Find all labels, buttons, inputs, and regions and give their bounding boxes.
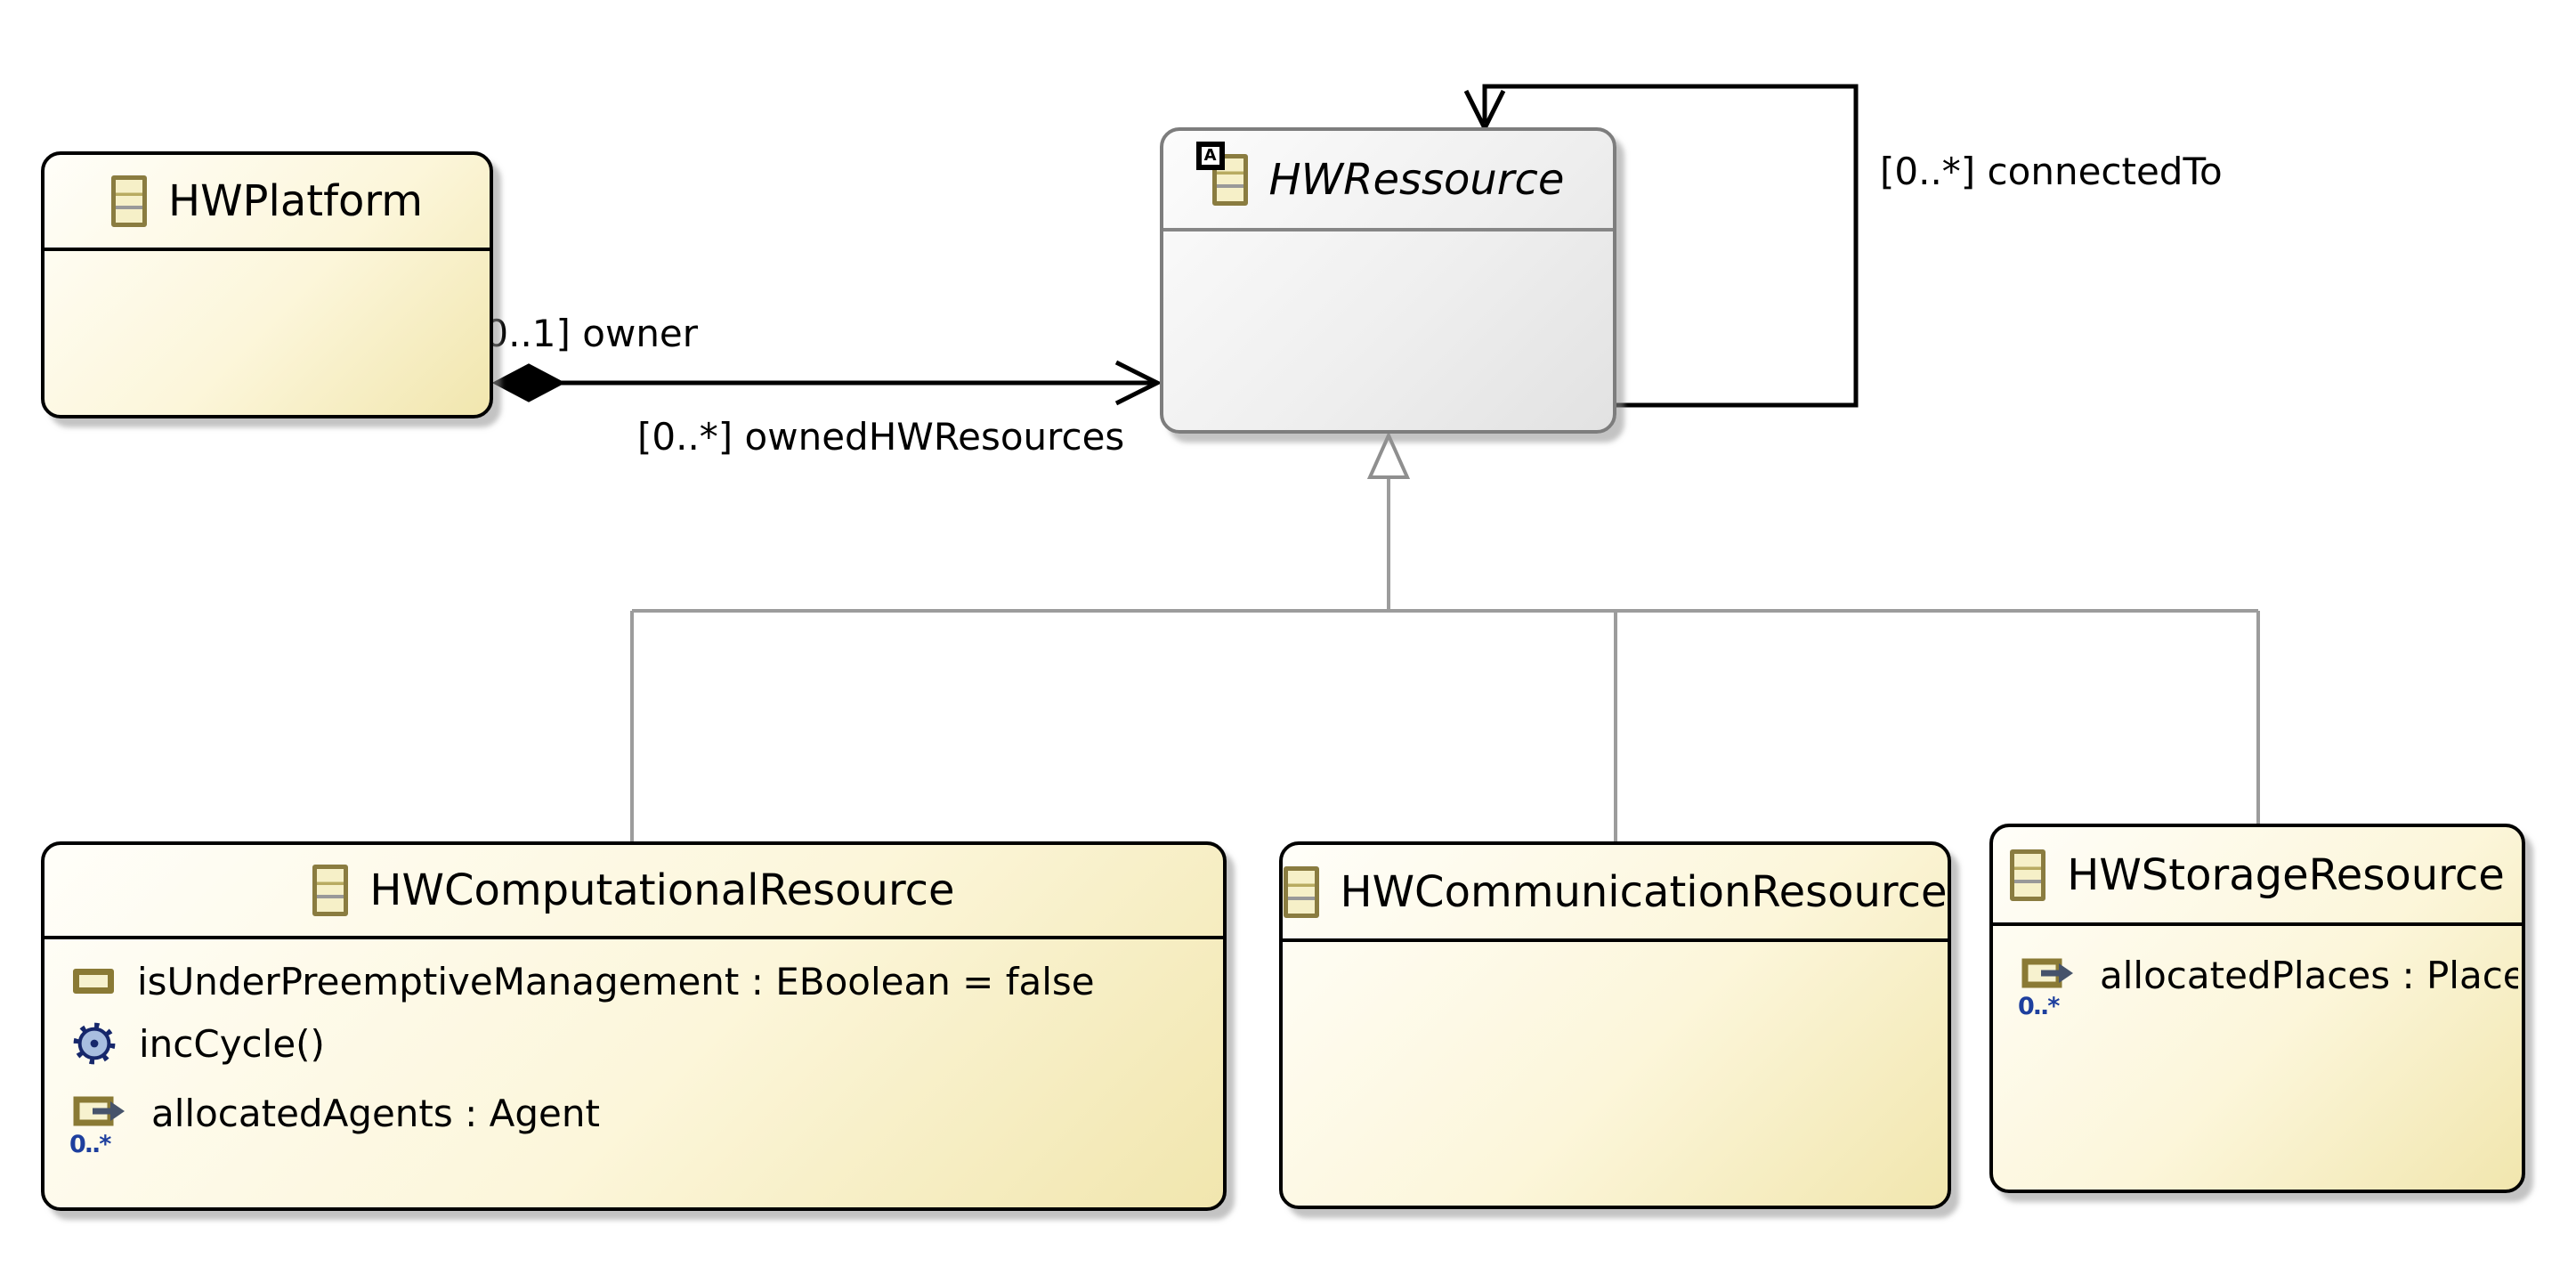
reference-text: allocatedAgents : Agent — [151, 1091, 600, 1135]
class-header: HWPlatform — [45, 155, 490, 251]
self-loop-line[interactable] — [1482, 84, 1859, 408]
eclass-icon — [312, 865, 349, 916]
composition-diamond-icon — [491, 363, 566, 402]
eclass-icon-wrap — [312, 865, 349, 916]
eclass-icon-wrap — [111, 175, 147, 227]
reference-multiplicity-badge: 0..* — [2018, 993, 2060, 1020]
class-body — [45, 251, 490, 262]
attribute-row[interactable]: isUnderPreemptiveManagement : EBoolean =… — [45, 950, 1223, 1012]
ereference-icon: 0..* — [69, 1093, 128, 1158]
operation-row[interactable]: incCycle() — [45, 1012, 1223, 1075]
generalization-line[interactable] — [630, 477, 2260, 841]
eoperation-gear-icon — [73, 1022, 116, 1065]
eclass-icon-wrap: A — [1195, 141, 1248, 206]
edge-label-connectedto[interactable]: [0..*] connectedTo — [1880, 150, 2223, 193]
eattribute-icon — [73, 969, 114, 994]
operation-text: incCycle() — [139, 1021, 325, 1066]
class-header: HWCommunicationResource — [1283, 845, 1948, 942]
attribute-text: isUnderPreemptiveManagement : EBoolean =… — [137, 959, 1095, 1003]
reference-text: allocatedPlaces : Place — [2100, 953, 2518, 997]
class-body — [1283, 942, 1948, 953]
class-hwcommunicationresource[interactable]: HWCommunicationResource — [1279, 841, 1951, 1209]
generalization-triangle-icon — [1366, 431, 1411, 479]
generalization-edges[interactable] — [630, 431, 2260, 841]
class-body: 0..* allocatedPlaces : Place — [1993, 926, 2522, 1021]
eclass-icon — [1211, 153, 1248, 206]
class-header: A HWRessource — [1163, 131, 1613, 231]
eclass-icon — [2010, 849, 2046, 901]
edge-label-owner[interactable]: [0..1] owner — [470, 312, 699, 355]
ereference-icon: 0..* — [2018, 955, 2077, 1020]
association-ownedhwresources[interactable] — [491, 360, 1162, 406]
eclass-icon-wrap — [1283, 865, 1319, 918]
class-header: HWComputationalResource — [45, 845, 1223, 939]
class-hwressource[interactable]: A HWRessource — [1160, 127, 1616, 434]
class-body — [1163, 231, 1613, 242]
reference-row[interactable]: 0..* allocatedAgents : Agent — [45, 1075, 1223, 1159]
eclass-icon — [111, 175, 147, 227]
open-arrowhead-icon — [1114, 360, 1162, 406]
edge-label-ownedhwresources[interactable]: [0..*] ownedHWResources — [637, 415, 1125, 459]
reference-multiplicity-badge: 0..* — [69, 1131, 111, 1158]
class-body: isUnderPreemptiveManagement : EBoolean =… — [45, 939, 1223, 1159]
eclass-icon — [1283, 865, 1319, 918]
class-hwplatform[interactable]: HWPlatform — [41, 151, 493, 418]
reference-row[interactable]: 0..* allocatedPlaces : Place — [1993, 937, 2522, 1021]
class-title: HWStorageResource — [2067, 849, 2505, 900]
class-title: HWCommunicationResource — [1340, 866, 1948, 917]
class-title: HWPlatform — [168, 176, 423, 226]
class-header: HWStorageResource — [1993, 827, 2522, 926]
eclass-icon-wrap — [2010, 849, 2046, 901]
class-title: HWRessource — [1268, 154, 1565, 205]
abstract-badge-icon: A — [1195, 141, 1225, 170]
class-title: HWComputationalResource — [369, 865, 955, 915]
class-hwcomputationalresource[interactable]: HWComputationalResource isUnderPreemptiv… — [41, 841, 1227, 1211]
class-hwstorageresource[interactable]: HWStorageResource 0..* allocatedPlaces :… — [1989, 824, 2525, 1193]
